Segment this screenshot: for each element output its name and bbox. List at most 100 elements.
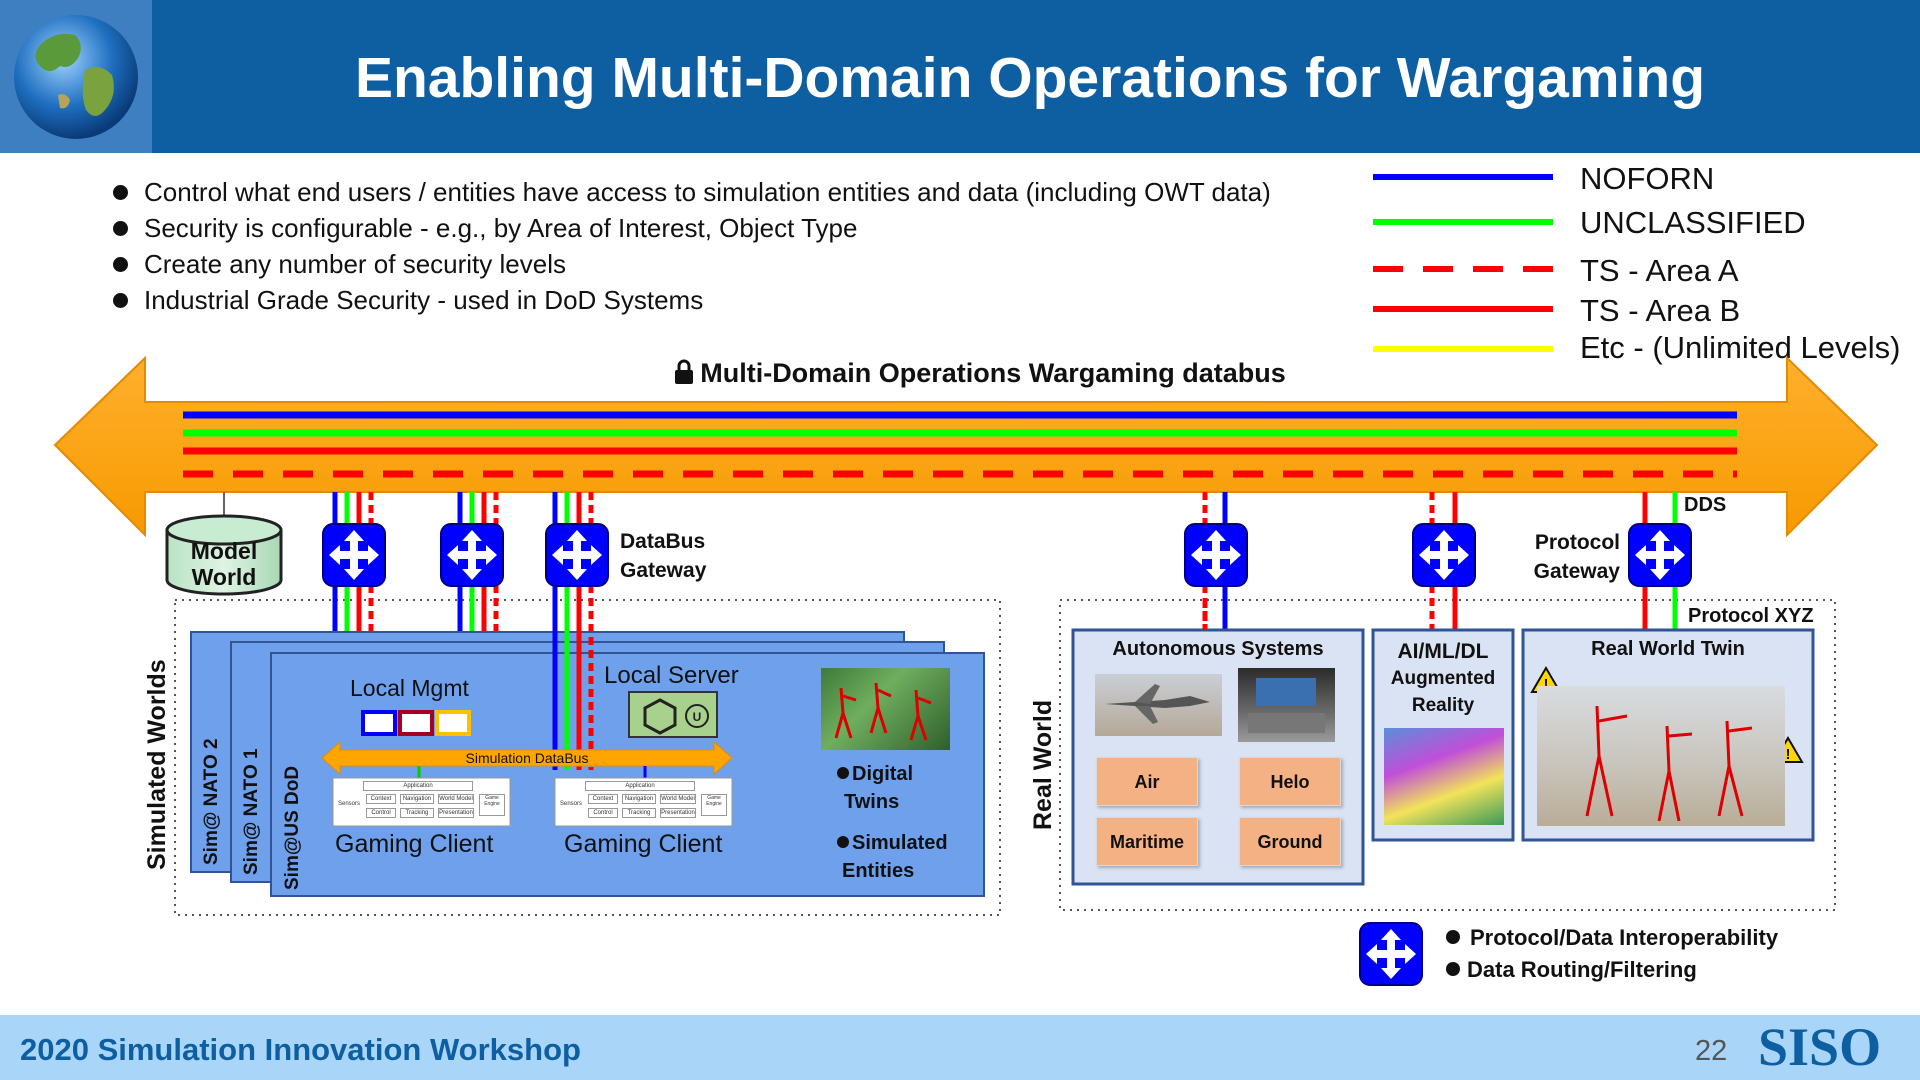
digital-twins-line-2: Twins	[844, 791, 900, 813]
simulated-entities-line-2: Entities	[842, 860, 915, 882]
bullet-list: Control what end users / entities have a…	[110, 174, 1360, 318]
simulated-entities-label: Simulated Entities	[842, 829, 948, 885]
mgmt-icon-blue	[361, 710, 397, 736]
bullet-item: Security is configurable - e.g., by Area…	[110, 210, 1360, 246]
legend-line-etc	[1373, 346, 1553, 352]
databus-gateway-label-1: DataBus	[620, 530, 706, 553]
gaming-client-app-diagram-1: Application Sensors Context Navigation W…	[333, 778, 510, 826]
model-world-line-1: Model	[190, 538, 258, 564]
databus-title-text: Multi-Domain Operations Wargaming databu…	[700, 358, 1286, 388]
local-mgmt-label: Local Mgmt	[350, 675, 469, 701]
tile-helo: Helo	[1239, 757, 1341, 806]
model-world-label: Model World	[167, 538, 281, 590]
app-cell: Tracking	[622, 808, 656, 818]
app-cell: Sensors	[559, 801, 582, 807]
gateway-icon	[1183, 522, 1249, 593]
siso-logo: SISO	[1758, 1017, 1882, 1077]
autonomous-systems-title: Autonomous Systems	[1112, 638, 1324, 660]
legend-label-noforn: NOFORN	[1580, 161, 1715, 196]
protocol-gateway-label: Protocol Gateway	[1520, 528, 1620, 586]
protocol-gateway-icon	[1627, 522, 1693, 593]
gateway-icon	[439, 522, 505, 593]
app-cell: Navigation	[622, 794, 656, 804]
real-world-twin-image	[1537, 686, 1785, 826]
legend-line-unclassified	[1373, 219, 1553, 225]
real-world-label: Real World	[1029, 699, 1057, 830]
drone-image	[1095, 674, 1222, 736]
app-cell: Control	[588, 808, 618, 818]
app-cell: Application	[585, 781, 695, 791]
local-server-label: Local Server	[604, 662, 739, 689]
digital-twins-image	[821, 668, 950, 750]
key-item-routing: Data Routing/Filtering	[1467, 957, 1697, 982]
app-cell: Sensors	[337, 801, 360, 807]
legend-line-ts-area-b	[1373, 306, 1553, 312]
legend-line-noforn	[1373, 174, 1553, 180]
bullet-item: Control what end users / entities have a…	[110, 174, 1360, 210]
mgmt-icon-red	[398, 710, 434, 736]
page-title: Enabling Multi-Domain Operations for War…	[354, 46, 1706, 110]
gateway-icon	[321, 522, 387, 593]
protocol-gateway-label-1: Protocol	[1534, 531, 1620, 554]
simulated-entities-line-1: Simulated	[852, 832, 948, 854]
sim-us-dod-label: Sim@US DoD	[282, 765, 303, 890]
svg-text:!: !	[1786, 746, 1791, 763]
ai-ml-title: AI/ML/DL Augmented Reality	[1373, 638, 1513, 719]
gaming-client-app-diagram-2: Application Sensors Context Navigation W…	[555, 778, 732, 826]
simulation-databus-arrow	[321, 740, 733, 776]
legend-label-unclassified: UNCLASSIFIED	[1580, 205, 1806, 240]
databus-gateway-label-2: Gateway	[620, 559, 707, 582]
app-cell: Application	[363, 781, 473, 791]
app-cell: Game Engine	[701, 794, 727, 816]
app-cell: Game Engine	[479, 794, 505, 816]
gateway-icon	[1411, 522, 1477, 593]
key-gateway-icon	[1358, 921, 1424, 992]
databus-title: Multi-Domain Operations Wargaming databu…	[620, 354, 1340, 392]
gaming-client-diagram-1	[332, 766, 647, 827]
legend-label-ts-area-a: TS - Area A	[1580, 253, 1739, 288]
ai-ml-line-3: Reality	[1411, 695, 1475, 716]
ai-ml-line-2: Augmented	[1390, 668, 1496, 689]
mgmt-icon-yellow	[435, 710, 471, 736]
dds-label: DDS	[1684, 494, 1727, 516]
legend-line-ts-area-a	[1373, 266, 1553, 272]
databus-gateway-label: DataBus Gateway	[620, 527, 706, 585]
tile-air: Air	[1096, 757, 1198, 806]
lock-icon	[674, 357, 694, 395]
gaming-client-label-1: Gaming Client	[335, 830, 494, 858]
sim-nato-2-label: Sim@ NATO 2	[201, 738, 222, 865]
app-cell: Control	[366, 808, 396, 818]
app-cell: Presentation	[660, 808, 696, 818]
header-bar	[0, 0, 1920, 153]
tile-maritime: Maritime	[1096, 817, 1198, 866]
protocol-xyz-label: Protocol XYZ	[1688, 605, 1814, 627]
augmented-reality-image	[1384, 728, 1504, 825]
real-world-twin-title: Real World Twin	[1591, 638, 1745, 660]
gaming-client-diagram-2	[554, 777, 733, 827]
app-cell: Tracking	[400, 808, 434, 818]
digital-twins-label: Digital Twins	[844, 760, 914, 816]
cockpit-simulator-image	[1238, 668, 1335, 742]
app-cell: Presentation	[438, 808, 474, 818]
gaming-client-label-2: Gaming Client	[564, 830, 723, 858]
globe-logo	[0, 0, 152, 153]
legend-label-ts-area-b: TS - Area B	[1580, 293, 1741, 328]
app-cell: Context	[366, 794, 396, 804]
model-world-cylinder	[165, 514, 283, 596]
app-cell: World Model	[660, 794, 696, 804]
bullet-item: Industrial Grade Security - used in DoD …	[110, 282, 1360, 318]
key-item-interoperability: Protocol/Data Interoperability	[1470, 925, 1779, 950]
protocol-gateway-label-2: Gateway	[1533, 560, 1620, 583]
legend-label-etc: Etc - (Unlimited Levels)	[1580, 330, 1901, 365]
databus-gateway-icon	[544, 522, 610, 593]
app-cell: World Model	[438, 794, 474, 804]
server-engine-icon	[628, 691, 718, 738]
bullet-item: Create any number of security levels	[110, 246, 1360, 282]
sim-nato-1-label: Sim@ NATO 1	[241, 748, 262, 875]
databus-arrow	[53, 355, 1879, 538]
app-cell: Navigation	[400, 794, 434, 804]
ai-ml-line-1: AI/ML/DL	[1397, 640, 1489, 663]
app-cell: Context	[588, 794, 618, 804]
digital-twins-line-1: Digital	[852, 763, 914, 785]
